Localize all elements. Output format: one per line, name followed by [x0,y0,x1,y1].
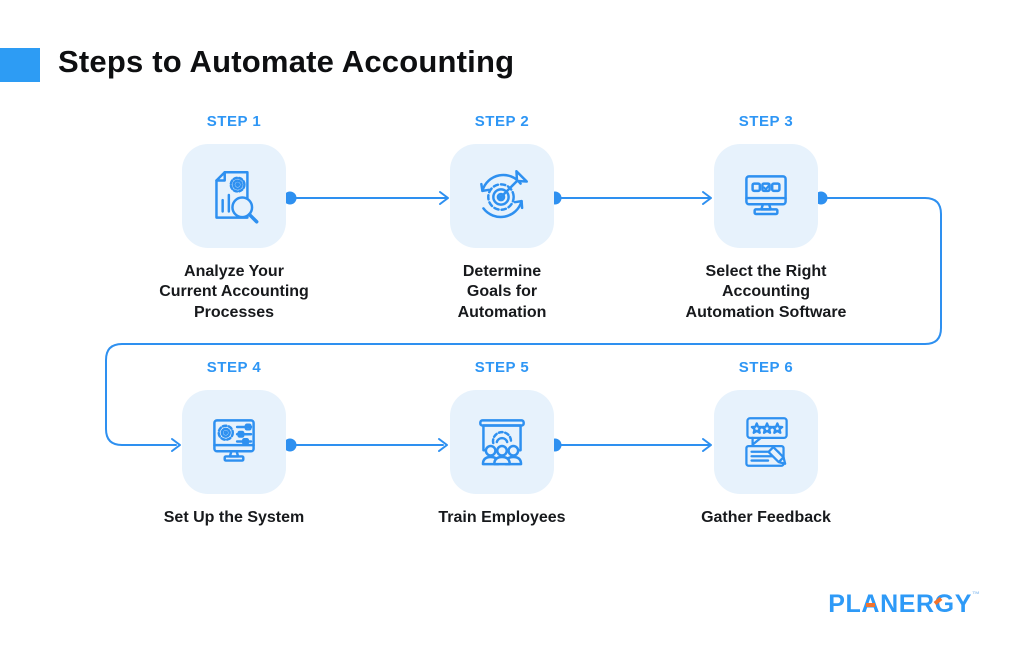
step-5-label: STEP 5 [474,359,530,376]
step-5-box [450,390,554,494]
step-2-title: Determine Goals for Automation [457,263,547,321]
arrowhead-icon [438,438,448,452]
step-1-label: STEP 1 [206,113,262,130]
step-1: STEP 1 Analyze Your Current Accounting P… [114,112,354,323]
step-6-title: Gather Feedback [701,509,831,526]
planergy-wordmark: PLANERGY [828,590,972,618]
step-3: STEP 3 Select the Right Accounting Autom… [646,112,886,323]
arrowhead-icon [702,438,712,452]
step-4-label: STEP 4 [206,359,262,376]
step-1-title: Analyze Your Current Accounting Processe… [159,263,309,321]
arrowhead-icon [702,191,712,205]
page-title: Steps to Automate Accounting [58,44,515,79]
feedback-review-icon [745,417,788,467]
step-4-title: Set Up the System [163,509,305,526]
step-4: STEP 4 Set Up the System [114,358,354,528]
step-2: STEP 2 Determine Goals for Automation [382,112,622,323]
goals-target-icon [480,170,528,219]
trademark-symbol: ™ [972,590,980,599]
title-accent-bar [0,48,40,82]
step-3-label: STEP 3 [738,113,794,130]
step-4-box [182,390,286,494]
step-3-title: Select the Right Accounting Automation S… [685,263,847,321]
training-presentation-icon [479,419,525,466]
planergy-logo: PLANERGY™ [828,590,980,619]
connector-line [105,197,942,446]
step-6-box [714,390,818,494]
step-5: STEP 5 Train Employees [382,358,622,528]
arrowhead-icon [439,191,449,205]
document-analysis-icon [215,171,259,224]
step-6-label: STEP 6 [738,359,794,376]
system-setup-monitor-icon [213,419,255,462]
step-2-box [450,144,554,248]
software-checklist-monitor-icon [745,175,787,216]
step-1-box [182,144,286,248]
step-6: STEP 6 [646,358,886,528]
step-5-title: Train Employees [438,509,566,526]
step-2-label: STEP 2 [474,113,530,130]
arrowhead-icon [171,438,181,452]
step-3-box [714,144,818,248]
logo-orange-accent-a [866,603,876,607]
